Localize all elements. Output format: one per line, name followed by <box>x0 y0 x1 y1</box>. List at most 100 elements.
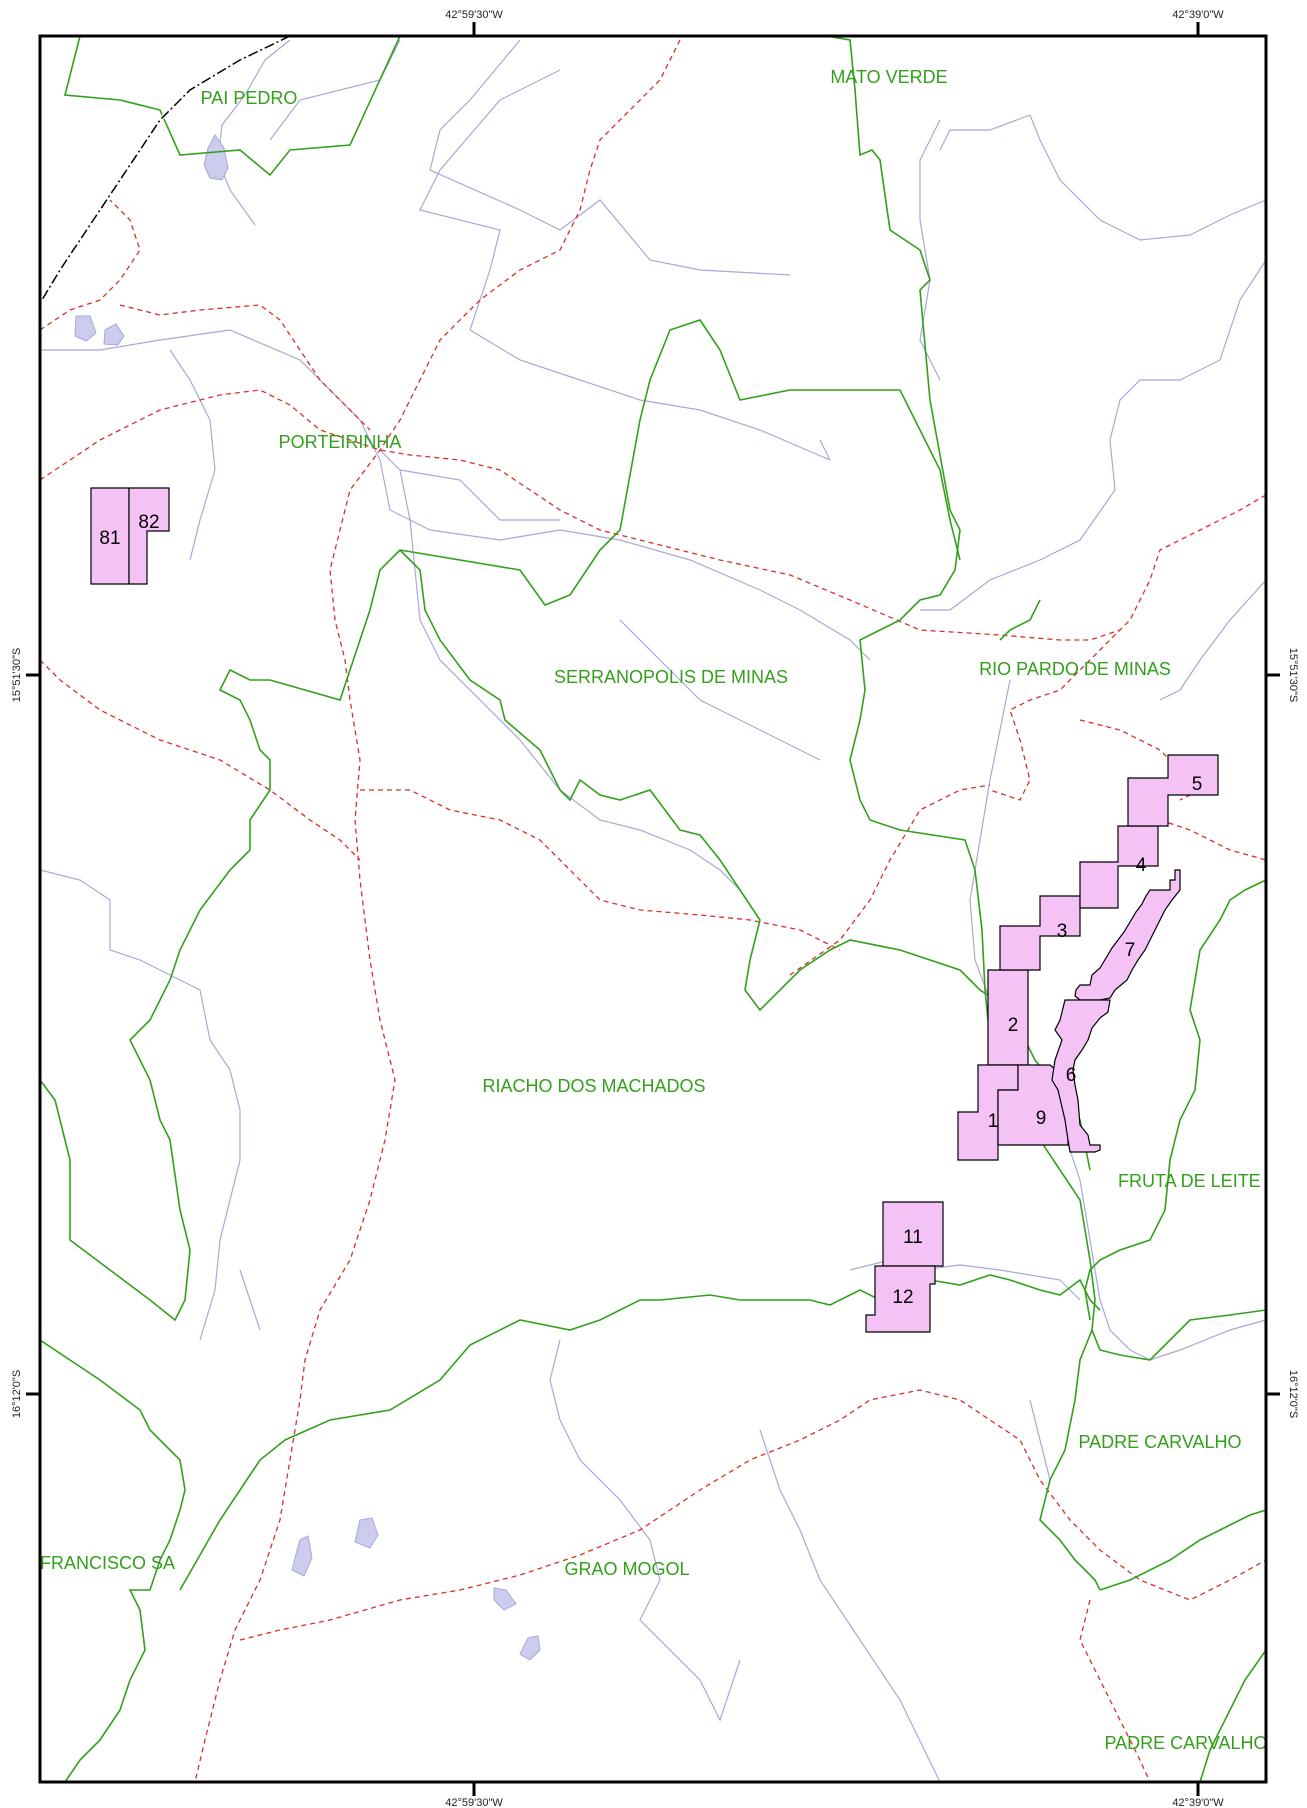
claim-label-11: 11 <box>903 1227 923 1248</box>
claim-label-81: 81 <box>99 528 120 549</box>
municipal-boundary <box>64 1359 186 1782</box>
coord-label-top-left: 42°59'30"W <box>445 9 503 21</box>
district-boundary <box>1159 819 1266 861</box>
municipal-boundary <box>1039 1329 1101 1591</box>
river <box>919 119 941 381</box>
claim-3 <box>999 895 1081 971</box>
river <box>549 1339 741 1722</box>
claim-labels: 81 82 2 1 9 3 4 5 7 6 11 12 <box>99 512 1202 1308</box>
place-porteirinha: PORTEIRINHA <box>279 432 402 452</box>
district-boundaries <box>40 39 1266 1782</box>
river <box>40 869 241 1341</box>
municipal-boundaries <box>40 36 1266 1782</box>
municipal-boundary <box>999 599 1041 641</box>
place-padre-carvalho-2: PADRE CARVALHO <box>1104 1733 1267 1753</box>
district-boundary <box>40 659 361 861</box>
claim-label-1: 1 <box>988 1111 999 1132</box>
coord-label-right-upper: 15°51'30"S <box>1287 648 1299 702</box>
place-fruta-de-leite: FRUTA DE LEITE <box>1118 1171 1261 1191</box>
place-riacho-dos-machados: RIACHO DOS MACHADOS <box>482 1076 705 1096</box>
coord-label-left-upper: 15°51'30"S <box>11 648 23 702</box>
district-boundary <box>789 784 991 976</box>
river <box>759 1429 941 1782</box>
lake <box>291 1535 313 1577</box>
claim-11 <box>882 1201 944 1267</box>
municipal-boundary <box>179 1274 1101 1591</box>
river <box>920 259 1266 611</box>
river <box>1029 114 1266 241</box>
coord-label-right-lower: 16°12'0"S <box>1287 1370 1299 1418</box>
lake <box>203 134 229 181</box>
claim-9 <box>997 1064 1069 1146</box>
claim-label-9: 9 <box>1036 1108 1047 1129</box>
municipal-boundary <box>1084 879 1266 1321</box>
river <box>169 349 216 561</box>
claim-label-3: 3 <box>1057 921 1068 942</box>
river <box>1159 579 1266 701</box>
municipal-boundary <box>40 549 401 1322</box>
lakes <box>74 134 541 1661</box>
place-francisco-sa: FRANCISCO SA <box>40 1553 175 1573</box>
claim-4 <box>1079 825 1159 909</box>
claim-12 <box>865 1265 936 1333</box>
lake <box>354 1517 379 1549</box>
district-boundary <box>194 39 681 1782</box>
district-boundary <box>360 789 841 951</box>
graticule-ticks <box>26 22 1280 1796</box>
claim-label-5: 5 <box>1192 774 1203 795</box>
coord-label-bottom-right: 42°39'0"W <box>1172 1797 1224 1808</box>
coord-label-left-lower: 16°12'0"S <box>11 1370 23 1418</box>
place-names: PAI PEDRO MATO VERDE PORTEIRINHA SERRANO… <box>40 67 1267 1753</box>
lake <box>493 1587 517 1611</box>
municipal-boundary <box>399 549 1011 1021</box>
claim-label-2: 2 <box>1008 1015 1019 1036</box>
railway-line <box>40 36 291 302</box>
river <box>239 1269 261 1331</box>
municipal-boundary <box>63 36 401 177</box>
map-frame <box>38 34 1268 1784</box>
district-boundary <box>1079 1599 1151 1782</box>
river <box>217 39 291 226</box>
place-pai-pedro: PAI PEDRO <box>201 88 298 108</box>
place-padre-carvalho-1: PADRE CARVALHO <box>1078 1432 1241 1452</box>
river <box>939 114 1031 151</box>
municipal-boundary <box>399 319 961 606</box>
claim-label-12: 12 <box>892 1287 913 1308</box>
river <box>419 69 831 461</box>
district-boundary <box>40 199 141 331</box>
district-boundary <box>239 1389 1266 1641</box>
municipal-boundary <box>1199 1649 1266 1782</box>
municipal-boundary <box>1099 1509 1266 1591</box>
place-rio-pardo-de-minas: RIO PARDO DE MINAS <box>979 659 1171 679</box>
district-boundary <box>119 304 371 431</box>
river-network <box>40 39 1266 1782</box>
place-serranopolis-de-minas: SERRANOPOLIS DE MINAS <box>554 667 788 687</box>
claim-label-82: 82 <box>138 512 159 533</box>
claim-label-6: 6 <box>1066 1065 1077 1086</box>
municipal-boundary <box>1119 1309 1266 1361</box>
river <box>379 449 741 891</box>
coord-label-bottom-left: 42°59'30"W <box>445 1797 503 1808</box>
claim-6 <box>1051 999 1111 1153</box>
lake <box>519 1635 541 1661</box>
lake <box>74 315 97 342</box>
district-boundary <box>40 389 1121 641</box>
claim-label-7: 7 <box>1125 940 1136 961</box>
river <box>429 39 791 276</box>
river <box>269 39 401 141</box>
mining-claims <box>90 487 1219 1333</box>
place-mato-verde: MATO VERDE <box>830 67 947 87</box>
claim-5 <box>1127 754 1219 827</box>
municipal-boundary <box>40 1339 71 1361</box>
place-grao-mogol: GRAO MOGOL <box>564 1559 689 1579</box>
river <box>619 619 821 761</box>
claim-7 <box>1074 869 1181 1001</box>
coord-label-top-right: 42°39'0"W <box>1172 9 1224 21</box>
municipal-boundary <box>825 36 1121 1356</box>
claim-82 <box>128 487 170 585</box>
river <box>399 469 560 521</box>
river <box>1029 1399 1051 1481</box>
district-boundary <box>989 494 1266 801</box>
river <box>1149 1319 1266 1361</box>
